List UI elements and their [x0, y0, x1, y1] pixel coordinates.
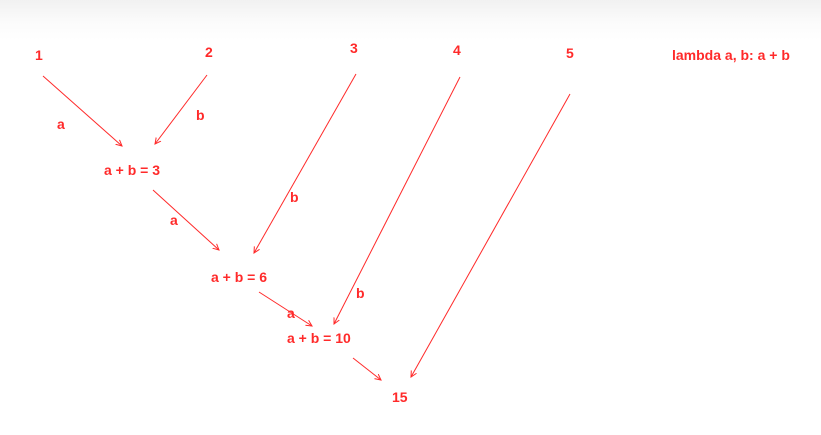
arrow-step3-to-result [352, 357, 381, 380]
edge-label-a-1: a [57, 116, 65, 132]
arrow-3-to-step2 [254, 73, 357, 253]
input-4: 4 [453, 42, 461, 58]
edge-label-a-step2: a [287, 305, 295, 321]
edge-label-a-step1: a [170, 212, 178, 228]
input-2: 2 [205, 44, 213, 60]
edge-label-b-4: b [356, 285, 365, 301]
edge-label-b-2: b [196, 107, 205, 123]
lambda-expression: lambda a, b: a + b [672, 47, 790, 63]
step-1-formula: a + b = 3 [104, 162, 160, 178]
arrow-2-to-step1 [155, 74, 208, 144]
arrow-1-to-step1 [42, 75, 122, 146]
input-5: 5 [566, 45, 574, 61]
input-3: 3 [350, 40, 358, 56]
arrow-4-to-step3 [334, 76, 461, 324]
arrow-step2-to-step3 [258, 291, 312, 326]
input-1: 1 [35, 47, 43, 63]
step-2-formula: a + b = 6 [211, 269, 267, 285]
edge-label-b-3: b [290, 189, 299, 205]
step-3-formula: a + b = 10 [287, 330, 351, 346]
arrow-5-to-result [411, 93, 571, 377]
final-result: 15 [392, 389, 408, 405]
arrow-step1-to-step2 [152, 189, 219, 250]
